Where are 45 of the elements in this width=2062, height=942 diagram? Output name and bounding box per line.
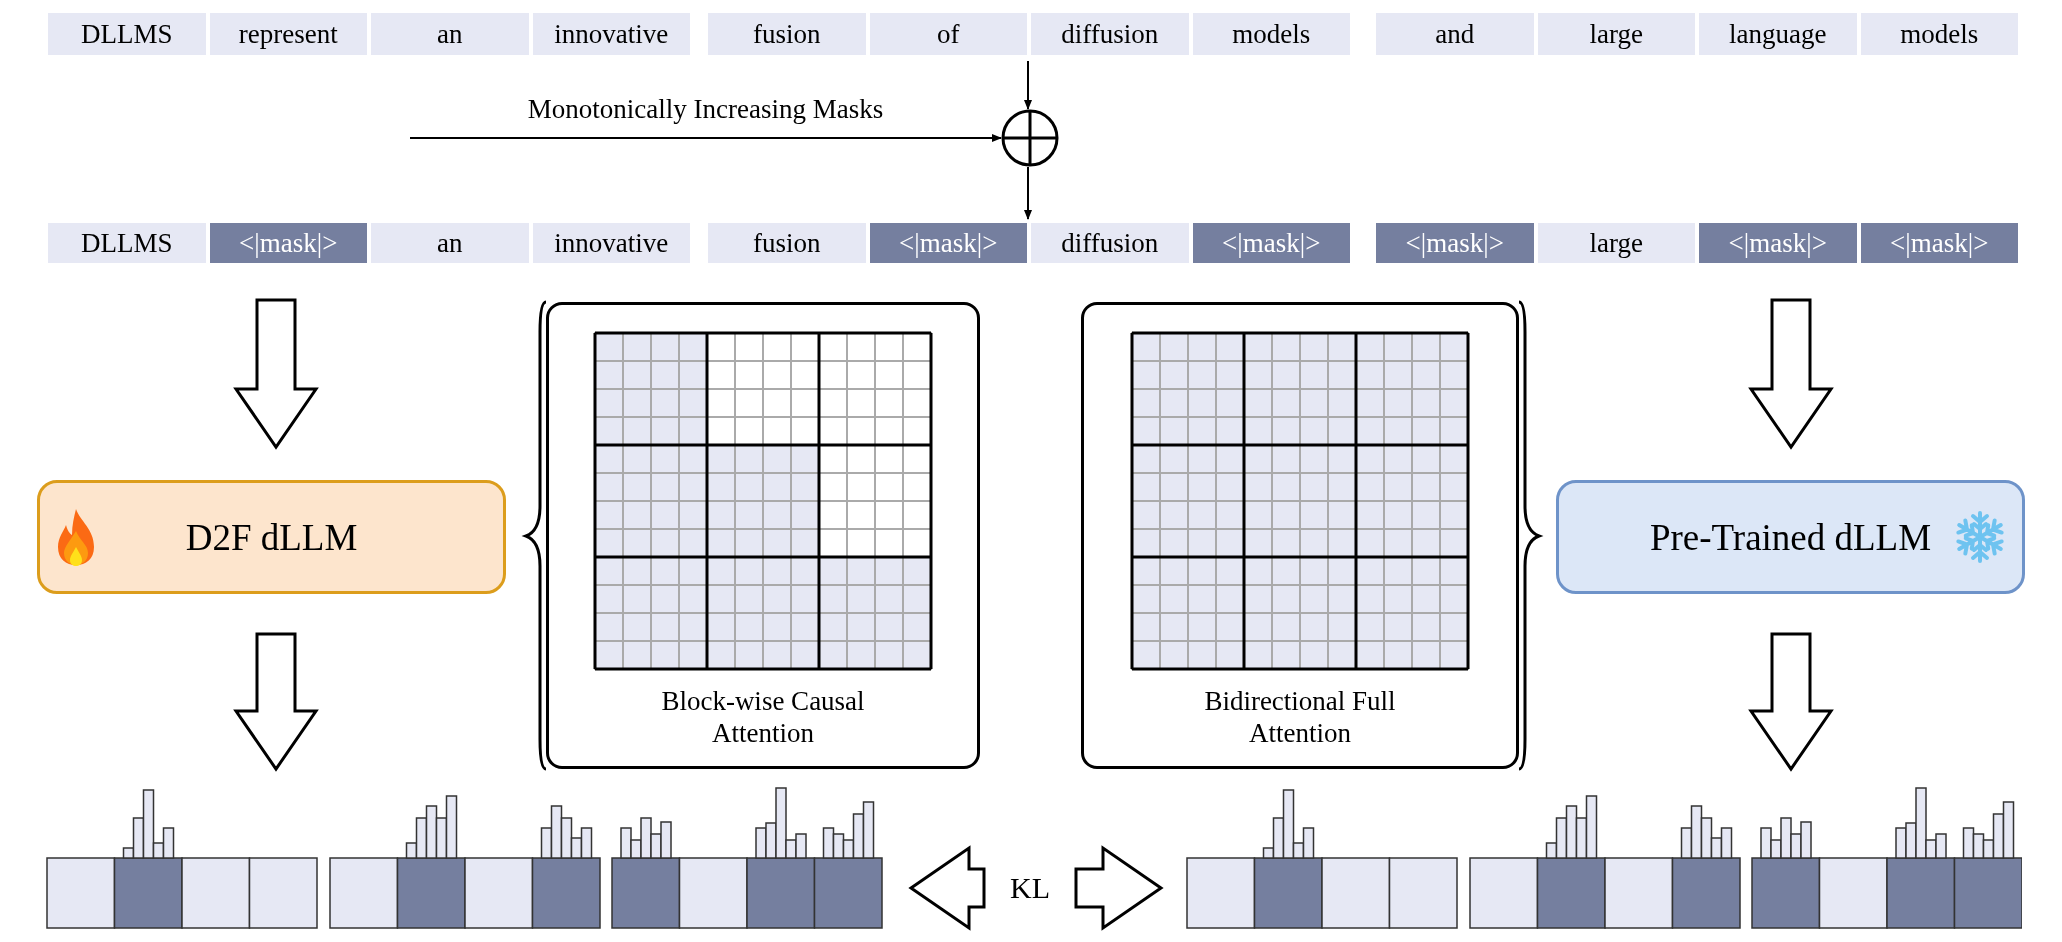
token-cell: DLLMS bbox=[48, 13, 206, 55]
token-cell: diffusion bbox=[1031, 223, 1189, 263]
attention-panel bbox=[1081, 302, 1519, 769]
circled-plus-symbol bbox=[1001, 109, 1059, 167]
token-cell: models bbox=[1192, 13, 1350, 55]
model-name: D2F dLLM bbox=[185, 515, 358, 559]
token-cell: of bbox=[869, 13, 1027, 55]
masked-token-cell: <|mask|> bbox=[1376, 223, 1534, 263]
block-arrow bbox=[908, 845, 986, 931]
masked-token-cell: <|mask|> bbox=[209, 223, 367, 263]
arrow bbox=[1024, 166, 1032, 220]
block-arrow bbox=[233, 298, 319, 450]
token-cell: large bbox=[1537, 223, 1695, 263]
token-cell: innovative bbox=[532, 223, 690, 263]
token-distribution-drawing bbox=[46, 785, 886, 930]
block-arrow bbox=[1748, 298, 1834, 450]
token-cell: diffusion bbox=[1031, 13, 1189, 55]
token-cell: an bbox=[371, 13, 529, 55]
kl-label: KL bbox=[1006, 868, 1054, 908]
token-cell: fusion bbox=[708, 13, 866, 55]
token-distribution-drawing bbox=[1186, 785, 2022, 930]
token-cell: large bbox=[1537, 13, 1695, 55]
block-arrow bbox=[1748, 632, 1834, 772]
token-cell: an bbox=[371, 223, 529, 263]
model-name: Pre-Trained dLLM bbox=[1649, 515, 1932, 559]
token-cell: language bbox=[1699, 13, 1857, 55]
attention-panel bbox=[546, 302, 980, 769]
arrow bbox=[1024, 60, 1032, 110]
token-cell: DLLMS bbox=[48, 223, 206, 263]
token-cell: models bbox=[1860, 13, 2018, 55]
masked-token-cell: <|mask|> bbox=[1192, 223, 1350, 263]
token-cell: and bbox=[1376, 13, 1534, 55]
token-cell: fusion bbox=[708, 223, 866, 263]
model-box bbox=[37, 480, 506, 594]
panel-caption: Bidirectional Full Attention bbox=[1203, 685, 1397, 749]
token-cell: innovative bbox=[532, 13, 690, 55]
panel-caption: Block-wise Causal Attention bbox=[660, 685, 866, 749]
token-cell: represent bbox=[209, 13, 367, 55]
model-box bbox=[1556, 480, 2025, 594]
masked-token-cell: <|mask|> bbox=[1860, 223, 2018, 263]
block-arrow bbox=[233, 632, 319, 772]
arrow bbox=[409, 134, 1002, 142]
masked-token-cell: <|mask|> bbox=[869, 223, 1027, 263]
masked-token-cell: <|mask|> bbox=[1699, 223, 1857, 263]
block-arrow bbox=[1074, 845, 1164, 931]
